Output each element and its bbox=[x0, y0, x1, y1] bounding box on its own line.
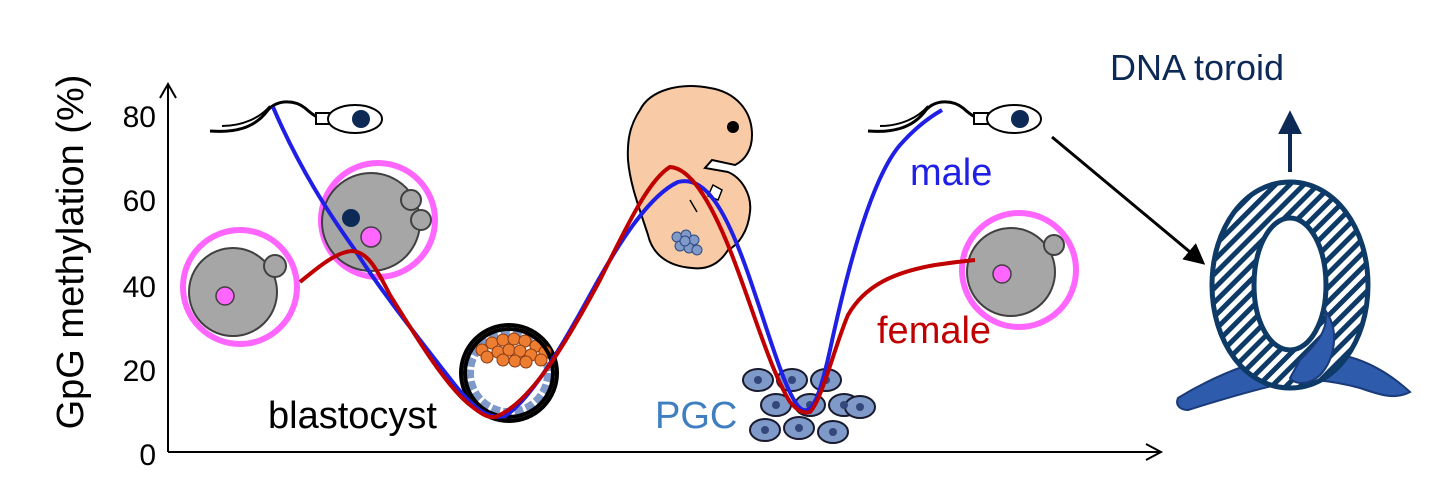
y-tick-label: 20 bbox=[123, 355, 156, 388]
x-axis-arrowhead bbox=[1145, 443, 1164, 461]
y-tick-label: 40 bbox=[123, 271, 156, 304]
y-tick-label: 60 bbox=[123, 185, 156, 218]
female-methylation-curve bbox=[298, 164, 976, 420]
dna-toroid-icon bbox=[1176, 179, 1412, 412]
female-pronucleus bbox=[992, 264, 1012, 284]
sperm-icon bbox=[209, 100, 383, 134]
male-label: male bbox=[910, 152, 992, 194]
y-tick-label: 0 bbox=[139, 439, 156, 472]
sperm-icon bbox=[867, 100, 1042, 134]
polar-body bbox=[400, 189, 422, 211]
sperm-to-toroid-arrow bbox=[1051, 135, 1206, 265]
y-axis-arrowhead bbox=[159, 81, 177, 99]
y-tick-labels: 0 20 40 60 80 bbox=[123, 101, 156, 472]
y-axis-label: GpG methylation (%) bbox=[50, 75, 92, 430]
y-tick-label: 80 bbox=[123, 101, 156, 134]
dna-toroid-title: DNA toroid bbox=[1110, 47, 1284, 88]
oocyte-icon bbox=[180, 227, 300, 347]
axes bbox=[159, 81, 1164, 461]
female-pronucleus bbox=[215, 286, 235, 306]
sperm-nucleus bbox=[1011, 110, 1029, 128]
zygote-icon bbox=[318, 160, 438, 280]
polar-body bbox=[1043, 234, 1065, 256]
male-pronucleus bbox=[342, 209, 360, 227]
female-label: female bbox=[877, 310, 991, 352]
blastocyst-label: blastocyst bbox=[268, 395, 437, 437]
polar-body bbox=[410, 209, 432, 231]
oocyte-icon bbox=[959, 210, 1079, 330]
polar-body bbox=[263, 254, 287, 278]
female-pronucleus bbox=[360, 226, 382, 248]
pgc-label: PGC bbox=[655, 395, 737, 437]
sperm-nucleus bbox=[352, 110, 370, 128]
embryo-eye bbox=[727, 121, 739, 133]
